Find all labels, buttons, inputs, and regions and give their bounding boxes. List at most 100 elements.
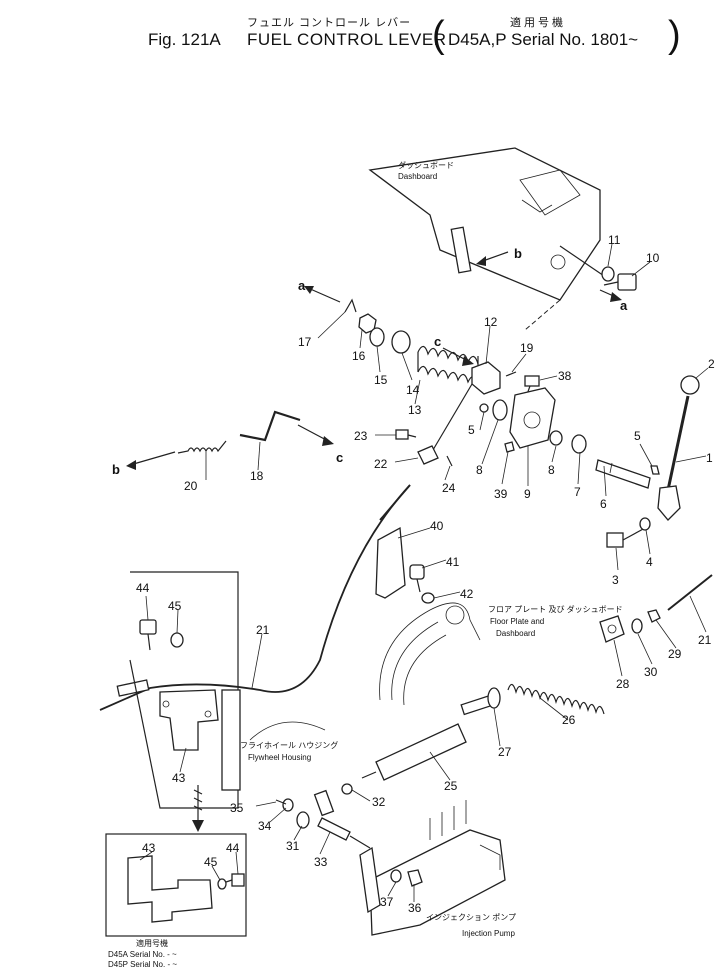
part-nut-36: [407, 869, 423, 887]
callout-35: 35: [230, 801, 244, 815]
part-spring-20: [177, 440, 227, 454]
part-knob-2: [680, 375, 700, 395]
callout-43b: 43: [142, 841, 156, 855]
part-bolt-10: [603, 273, 637, 291]
arrow-to-inset: [192, 785, 204, 832]
applicability-japanese: 適用号機: [510, 17, 566, 29]
inset-frame-top: [129, 571, 239, 809]
applicability-serial: D45A,P Serial No. 1801~: [448, 30, 639, 49]
part-washer-11: [601, 266, 615, 282]
applicability-paren-open: (: [432, 14, 445, 56]
part-bolt-44b: [225, 873, 245, 887]
part-collar-7: [571, 434, 587, 454]
part-block-12: [471, 361, 501, 395]
callout-5b: 5: [634, 429, 641, 443]
callout-45a: 45: [168, 599, 182, 613]
part-lever-1: [657, 395, 690, 521]
callout-39: 39: [494, 487, 508, 501]
callout-41: 41: [446, 555, 460, 569]
flywheel-label-en: Flywheel Housing: [248, 753, 311, 762]
part-washer-42: [421, 592, 435, 604]
callout-18: 18: [250, 469, 264, 483]
part-washer-8b: [549, 430, 563, 446]
linkage-rod: [429, 383, 473, 456]
callout-2: 2: [708, 357, 715, 371]
figure-number: Fig. 121A: [148, 30, 221, 49]
part-cable-21b: [667, 574, 713, 611]
injection-pump: [369, 800, 506, 936]
callout-9: 9: [524, 487, 531, 501]
part-pin-35: [275, 799, 287, 805]
floor-plate-label-en-1: Floor Plate and: [490, 617, 544, 626]
callout-13: 13: [408, 403, 422, 417]
part-washer-45b: [217, 878, 227, 890]
callout-14: 14: [406, 383, 420, 397]
part-nut-32: [341, 783, 353, 795]
callout-25: 25: [444, 779, 458, 793]
part-spring-13: [417, 345, 479, 385]
part-bracket-43a: [159, 689, 219, 751]
part-bracket-40: [375, 526, 406, 599]
part-bracket-9: [509, 387, 556, 449]
injection-pump-label-en: Injection Pump: [462, 929, 515, 938]
part-bolt-41: [409, 564, 425, 593]
callout-40: 40: [430, 519, 444, 533]
callout-30: 30: [644, 665, 658, 679]
callout-4: 4: [646, 555, 653, 569]
callout-21a: 21: [256, 623, 270, 637]
part-cable-21a: [99, 484, 411, 711]
callout-19: 19: [520, 341, 534, 355]
title-english: FUEL CONTROL LEVER: [247, 30, 447, 49]
part-lever-37: [359, 846, 381, 914]
callout-8a: 8: [476, 463, 483, 477]
ref-b-top: b: [514, 246, 522, 261]
arrow-b-left: [129, 451, 176, 466]
callout-31: 31: [286, 839, 300, 853]
part-spring-26: [507, 683, 605, 715]
inset-frame-bottom: [105, 833, 247, 937]
part-pin-19: [505, 371, 517, 377]
callout-1: 1: [706, 451, 713, 465]
callout-45b: 45: [204, 855, 218, 869]
part-nut-29: [647, 609, 661, 623]
callout-10: 10: [646, 251, 660, 265]
callout-36: 36: [408, 901, 422, 915]
callout-43a: 43: [172, 771, 186, 785]
callout-44a: 44: [136, 581, 150, 595]
dashboard-label-en: Dashboard: [398, 172, 437, 181]
dashboard-bracket: [368, 147, 601, 331]
part-plate-28: [599, 615, 625, 643]
floor-plate-label-jp: フロア プレート 及び ダッシュボード: [488, 604, 623, 614]
callout-28: 28: [616, 677, 630, 691]
arrow-a-left: [307, 287, 341, 303]
inset-row-d45a: D45A Serial No. - ~: [108, 950, 177, 959]
callout-20: 20: [184, 479, 198, 493]
part-bolt-3: [606, 527, 646, 548]
callout-24: 24: [442, 481, 456, 495]
callout-38: 38: [558, 369, 572, 383]
part-washer-8a: [492, 399, 508, 421]
flywheel-label-jp: フライホイール ハウジング: [240, 740, 338, 750]
callout-42: 42: [460, 587, 474, 601]
ref-b-left: b: [112, 462, 120, 477]
callout-23: 23: [354, 429, 368, 443]
leader-lines: [139, 243, 709, 902]
part-pin-5a: [479, 403, 489, 413]
callout-17: 17: [298, 335, 312, 349]
floor-plate: [379, 602, 481, 706]
callout-32: 32: [372, 795, 386, 809]
floor-plate-label-en-2: Dashboard: [496, 629, 535, 638]
part-nut-39: [504, 441, 515, 453]
part-rod-18: [239, 410, 301, 442]
ref-a-left: a: [298, 278, 306, 293]
part-washer-30: [631, 618, 643, 634]
part-bolt-23: [395, 429, 417, 440]
callout-26: 26: [562, 713, 576, 727]
part-shaft-6: [595, 459, 651, 489]
callout-44b: 44: [226, 841, 240, 855]
callout-21b: 21: [698, 633, 712, 647]
applicability-paren-close: ): [668, 14, 681, 56]
part-cylinder-25: [375, 723, 467, 781]
callout-33: 33: [314, 855, 328, 869]
callout-22: 22: [374, 457, 388, 471]
